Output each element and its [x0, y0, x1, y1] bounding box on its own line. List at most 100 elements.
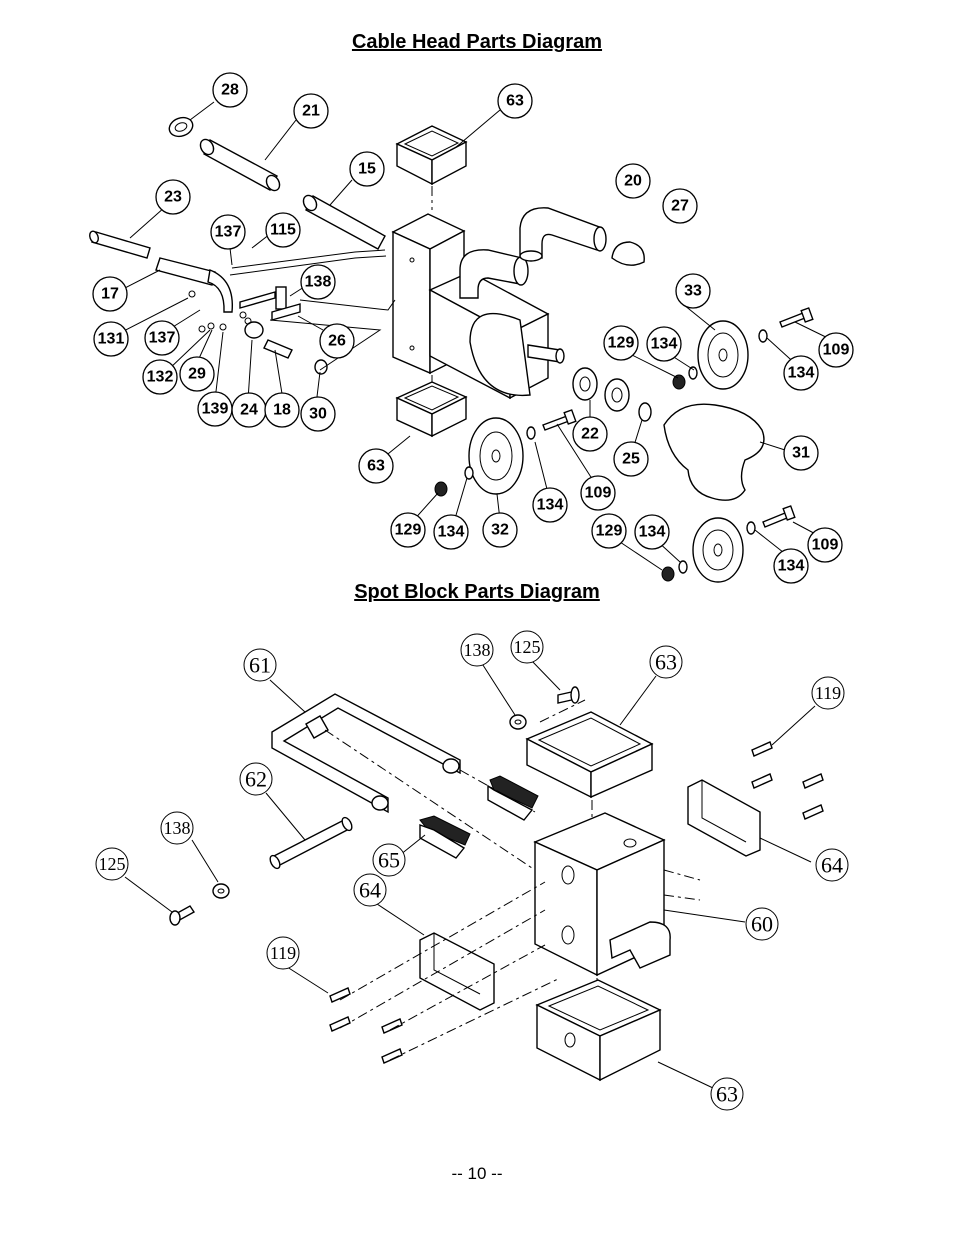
- part-63-top-cap-spot: [525, 711, 654, 799]
- callout-129: 129: [591, 513, 627, 549]
- svg-text:109: 109: [585, 485, 612, 502]
- svg-text:61: 61: [249, 653, 271, 678]
- svg-text:23: 23: [164, 189, 182, 206]
- svg-text:64: 64: [821, 853, 843, 878]
- part-63-top-cap: [395, 125, 468, 186]
- callout-129: 129: [390, 512, 426, 548]
- svg-text:134: 134: [537, 497, 564, 514]
- svg-text:15: 15: [358, 161, 376, 178]
- svg-text:129: 129: [596, 523, 623, 540]
- callout-22: 22: [572, 416, 608, 452]
- svg-text:134: 134: [651, 336, 678, 353]
- svg-text:125: 125: [514, 637, 541, 657]
- svg-text:131: 131: [98, 331, 125, 348]
- callout-62: 62: [239, 762, 273, 796]
- svg-text:27: 27: [671, 198, 689, 215]
- part-23-rod: [89, 230, 151, 259]
- callout-31: 31: [783, 435, 819, 471]
- svg-text:17: 17: [101, 286, 119, 303]
- part-61-handle: [271, 693, 461, 814]
- svg-text:18: 18: [273, 402, 291, 419]
- callout-134: 134: [634, 514, 670, 550]
- svg-text:29: 29: [188, 366, 206, 383]
- callout-134: 134: [783, 355, 819, 391]
- callout-26: 26: [319, 323, 355, 359]
- svg-text:139: 139: [202, 401, 229, 418]
- callout-30: 30: [300, 396, 336, 432]
- callout-33: 33: [675, 273, 711, 309]
- callout-63: 63: [358, 448, 394, 484]
- svg-text:137: 137: [215, 224, 242, 241]
- svg-text:137: 137: [149, 330, 176, 347]
- callout-125: 125: [510, 630, 544, 664]
- part-62-rod: [269, 816, 353, 870]
- callout-134: 134: [773, 548, 809, 584]
- part-60-block: [533, 812, 671, 977]
- cable-head-title: Cable Head Parts Diagram: [351, 31, 603, 53]
- callout-119: 119: [266, 936, 300, 970]
- callout-64: 64: [353, 873, 387, 907]
- svg-text:119: 119: [815, 683, 841, 703]
- callout-134: 134: [433, 514, 469, 550]
- callout-138: 138: [160, 811, 194, 845]
- svg-text:31: 31: [792, 445, 810, 462]
- callout-63: 63: [649, 645, 683, 679]
- svg-text:26: 26: [328, 333, 346, 350]
- svg-text:30: 30: [309, 406, 327, 423]
- callout-132: 132: [142, 359, 178, 395]
- callout-60: 60: [745, 907, 779, 941]
- callout-63: 63: [497, 83, 533, 119]
- svg-text:21: 21: [302, 103, 320, 120]
- callout-139: 139: [197, 391, 233, 427]
- part-25-ring: [638, 402, 652, 422]
- spot-block-title: Spot Block Parts Diagram: [354, 581, 600, 603]
- svg-text:119: 119: [270, 943, 296, 963]
- part-32-pulley: [468, 417, 524, 495]
- svg-text:125: 125: [99, 854, 126, 874]
- svg-text:60: 60: [751, 912, 773, 937]
- callout-65: 65: [372, 843, 406, 877]
- cable-head-drawing: [89, 101, 837, 583]
- svg-text:62: 62: [245, 767, 267, 792]
- svg-text:33: 33: [684, 283, 702, 300]
- svg-text:24: 24: [240, 402, 258, 419]
- svg-text:138: 138: [464, 640, 491, 660]
- part-65-pads: [419, 775, 539, 859]
- svg-text:115: 115: [270, 222, 296, 239]
- callout-29: 29: [179, 356, 215, 392]
- part-27-cap: [611, 241, 645, 266]
- svg-text:134: 134: [778, 558, 805, 575]
- svg-text:63: 63: [716, 1082, 738, 1107]
- side-block: [428, 249, 550, 400]
- part-21-tube: [199, 138, 281, 192]
- part-20-elbow: [519, 207, 607, 262]
- callout-25: 25: [613, 441, 649, 477]
- callout-138: 138: [300, 264, 336, 300]
- svg-text:32: 32: [491, 522, 509, 539]
- part-22-bushings: [572, 367, 630, 412]
- svg-text:109: 109: [812, 537, 839, 554]
- svg-text:129: 129: [608, 335, 635, 352]
- svg-text:134: 134: [438, 524, 465, 541]
- callout-20: 20: [615, 163, 651, 199]
- svg-text:25: 25: [622, 451, 640, 468]
- callout-27: 27: [662, 188, 698, 224]
- svg-text:64: 64: [359, 878, 381, 903]
- callout-109: 109: [580, 475, 616, 511]
- callout-125: 125: [95, 847, 129, 881]
- svg-text:63: 63: [506, 93, 524, 110]
- part-33-pulley: [697, 320, 749, 390]
- callout-64: 64: [815, 848, 849, 882]
- callout-61: 61: [243, 648, 277, 682]
- part-63-bottom-cap: [395, 381, 468, 438]
- callout-21: 21: [293, 93, 329, 129]
- page-number: -- 10 --: [451, 1164, 503, 1183]
- spot-block-drawing: [124, 658, 824, 1089]
- svg-text:63: 63: [655, 650, 677, 675]
- part-63-bottom-cap-spot: [535, 979, 662, 1082]
- callout-137: 137: [144, 320, 180, 356]
- callout-17: 17: [92, 276, 128, 312]
- part-28-cap: [168, 116, 194, 138]
- svg-text:138: 138: [305, 274, 332, 291]
